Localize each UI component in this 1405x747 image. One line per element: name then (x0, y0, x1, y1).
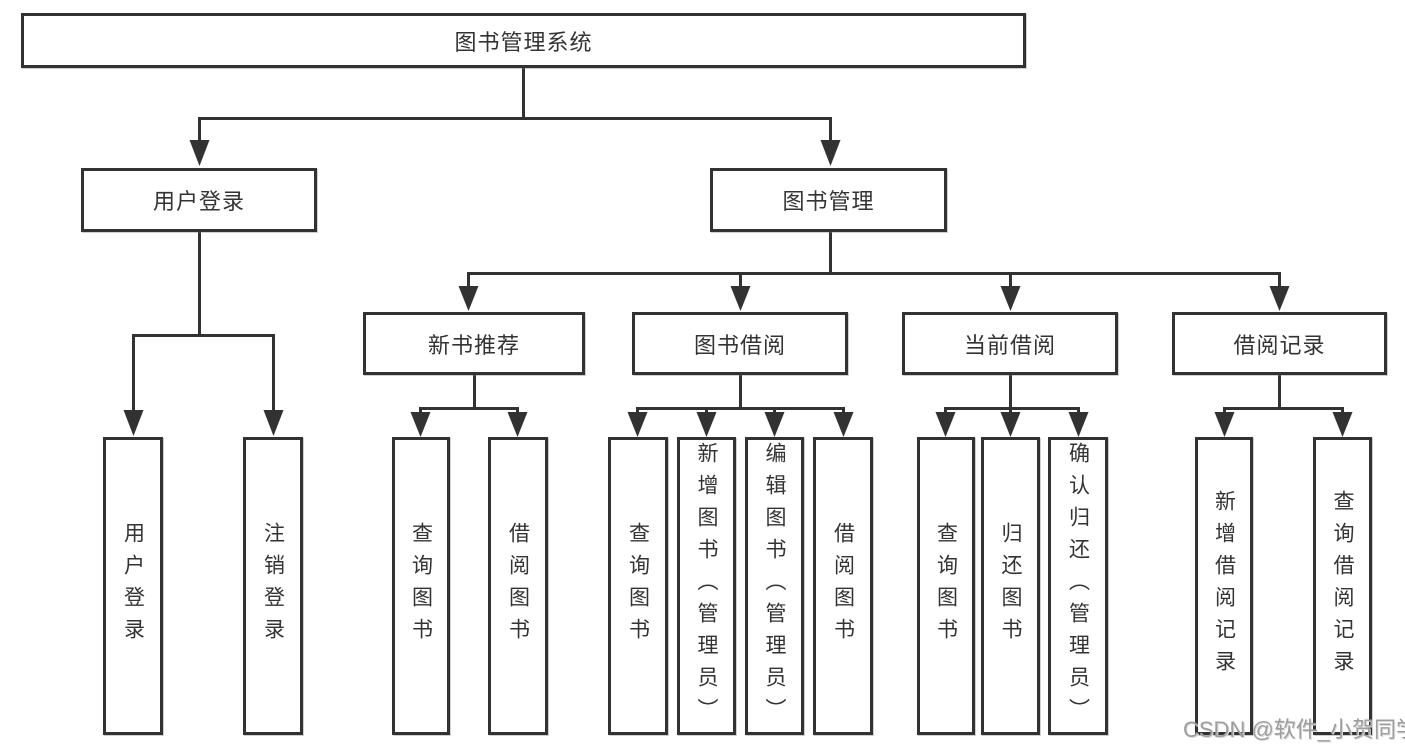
node-label: 新增图书（管理员） (695, 442, 718, 730)
node-label: 归还图书 (999, 522, 1022, 650)
leaf-add-borrow-record: 新增借阅记录 (1195, 437, 1253, 735)
node-label: 借阅图书 (506, 522, 530, 650)
node-label: 新增借阅记录 (1212, 490, 1236, 682)
node-label: 查询图书 (626, 522, 650, 650)
node-label: 查询图书 (934, 522, 958, 650)
node-book-borrowing: 图书借阅 (632, 312, 848, 375)
leaf-edit-book-admin: 编辑图书（管理员） (745, 437, 804, 735)
node-label: 当前借阅 (963, 332, 1056, 358)
csdn-watermark: CSDN @软件_小贺同学 (1183, 717, 1405, 742)
node-label: 查询图书 (409, 522, 433, 650)
leaf-return-books: 归还图书 (981, 437, 1040, 735)
node-label: 图书管理系统 (454, 29, 593, 55)
leaf-query-books-current: 查询图书 (917, 437, 975, 735)
node-label: 确认归还（管理员） (1066, 442, 1090, 730)
leaf-logout: 注销登录 (243, 437, 303, 735)
leaf-add-book-admin: 新增图书（管理员） (677, 437, 736, 735)
node-borrowing-records: 借阅记录 (1172, 312, 1387, 375)
leaf-query-books-recommend: 查询图书 (392, 437, 450, 735)
node-library-system: 图书管理系统 (21, 13, 1026, 68)
leaf-confirm-return-admin: 确认归还（管理员） (1048, 437, 1108, 735)
node-label: 图书管理 (782, 189, 875, 214)
node-label: 借阅记录 (1233, 332, 1326, 358)
node-label: 借阅图书 (831, 522, 855, 650)
node-label: 新书推荐 (427, 332, 520, 358)
leaf-query-borrow-record: 查询借阅记录 (1313, 437, 1372, 735)
node-label: 编辑图书（管理员） (763, 442, 786, 730)
node-label: 用户登录 (152, 189, 245, 214)
node-current-borrowing: 当前借阅 (902, 312, 1118, 375)
leaf-query-books-borrowing: 查询图书 (608, 437, 668, 735)
node-label: 图书借阅 (693, 332, 786, 358)
leaf-borrow-books-borrowing: 借阅图书 (813, 437, 873, 735)
node-label: 用户登录 (121, 522, 145, 650)
leaf-borrow-books-recommend: 借阅图书 (488, 437, 548, 735)
node-book-management: 图书管理 (710, 168, 947, 232)
leaf-user-login: 用户登录 (103, 437, 163, 735)
node-label: 注销登录 (261, 522, 285, 650)
node-user-login: 用户登录 (81, 168, 317, 232)
node-new-book-recommend: 新书推荐 (363, 312, 585, 375)
node-label: 查询借阅记录 (1331, 490, 1354, 682)
